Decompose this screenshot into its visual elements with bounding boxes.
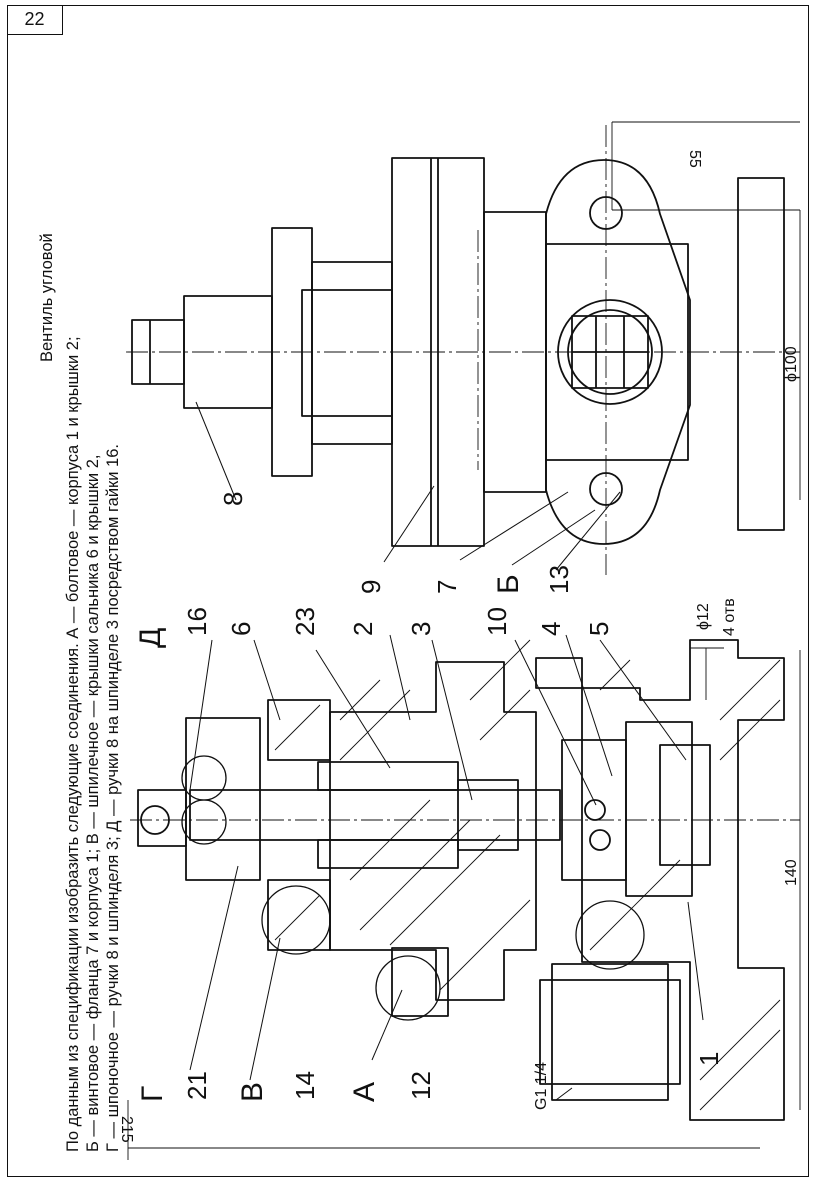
callout-6: 6 [226, 622, 256, 636]
callout-letter-g: Г [136, 1086, 169, 1102]
callout-14: 14 [290, 1071, 320, 1100]
dimension-140: 140 [783, 859, 800, 886]
callout-3: 3 [406, 622, 436, 636]
callout-21: 21 [182, 1071, 212, 1100]
section-hatching [274, 639, 781, 1111]
callout-9: 9 [356, 580, 386, 594]
callout-16: 16 [182, 607, 212, 636]
callout-1: 1 [694, 1052, 724, 1066]
callout-4: 4 [536, 622, 566, 636]
callout-2: 2 [348, 622, 378, 636]
callout-5: 5 [584, 622, 614, 636]
page-number-box: 22 [7, 5, 63, 35]
callout-10: 10 [482, 607, 512, 636]
callout-letter-b: Б [492, 574, 525, 594]
callout-7: 7 [432, 580, 462, 594]
drawing-frame [7, 5, 809, 1177]
callout-8: 8 [218, 492, 248, 506]
callout-23: 23 [290, 607, 320, 636]
dimension-diameter-100: ϕ100 [783, 346, 800, 382]
thread-label: G1 1/4 [533, 1062, 550, 1110]
callout-12: 12 [406, 1071, 436, 1100]
dimension-215: 215 [118, 1116, 135, 1143]
dimension-diameter-12: ϕ12 [695, 603, 712, 630]
callout-letter-v: В [236, 1082, 269, 1102]
callout-letter-d: Д [134, 628, 167, 648]
dimension-holes-count: 4 отв [721, 598, 738, 636]
dimension-55: 55 [686, 150, 703, 168]
callout-letter-a: А [348, 1082, 381, 1102]
callout-13: 13 [544, 565, 574, 594]
